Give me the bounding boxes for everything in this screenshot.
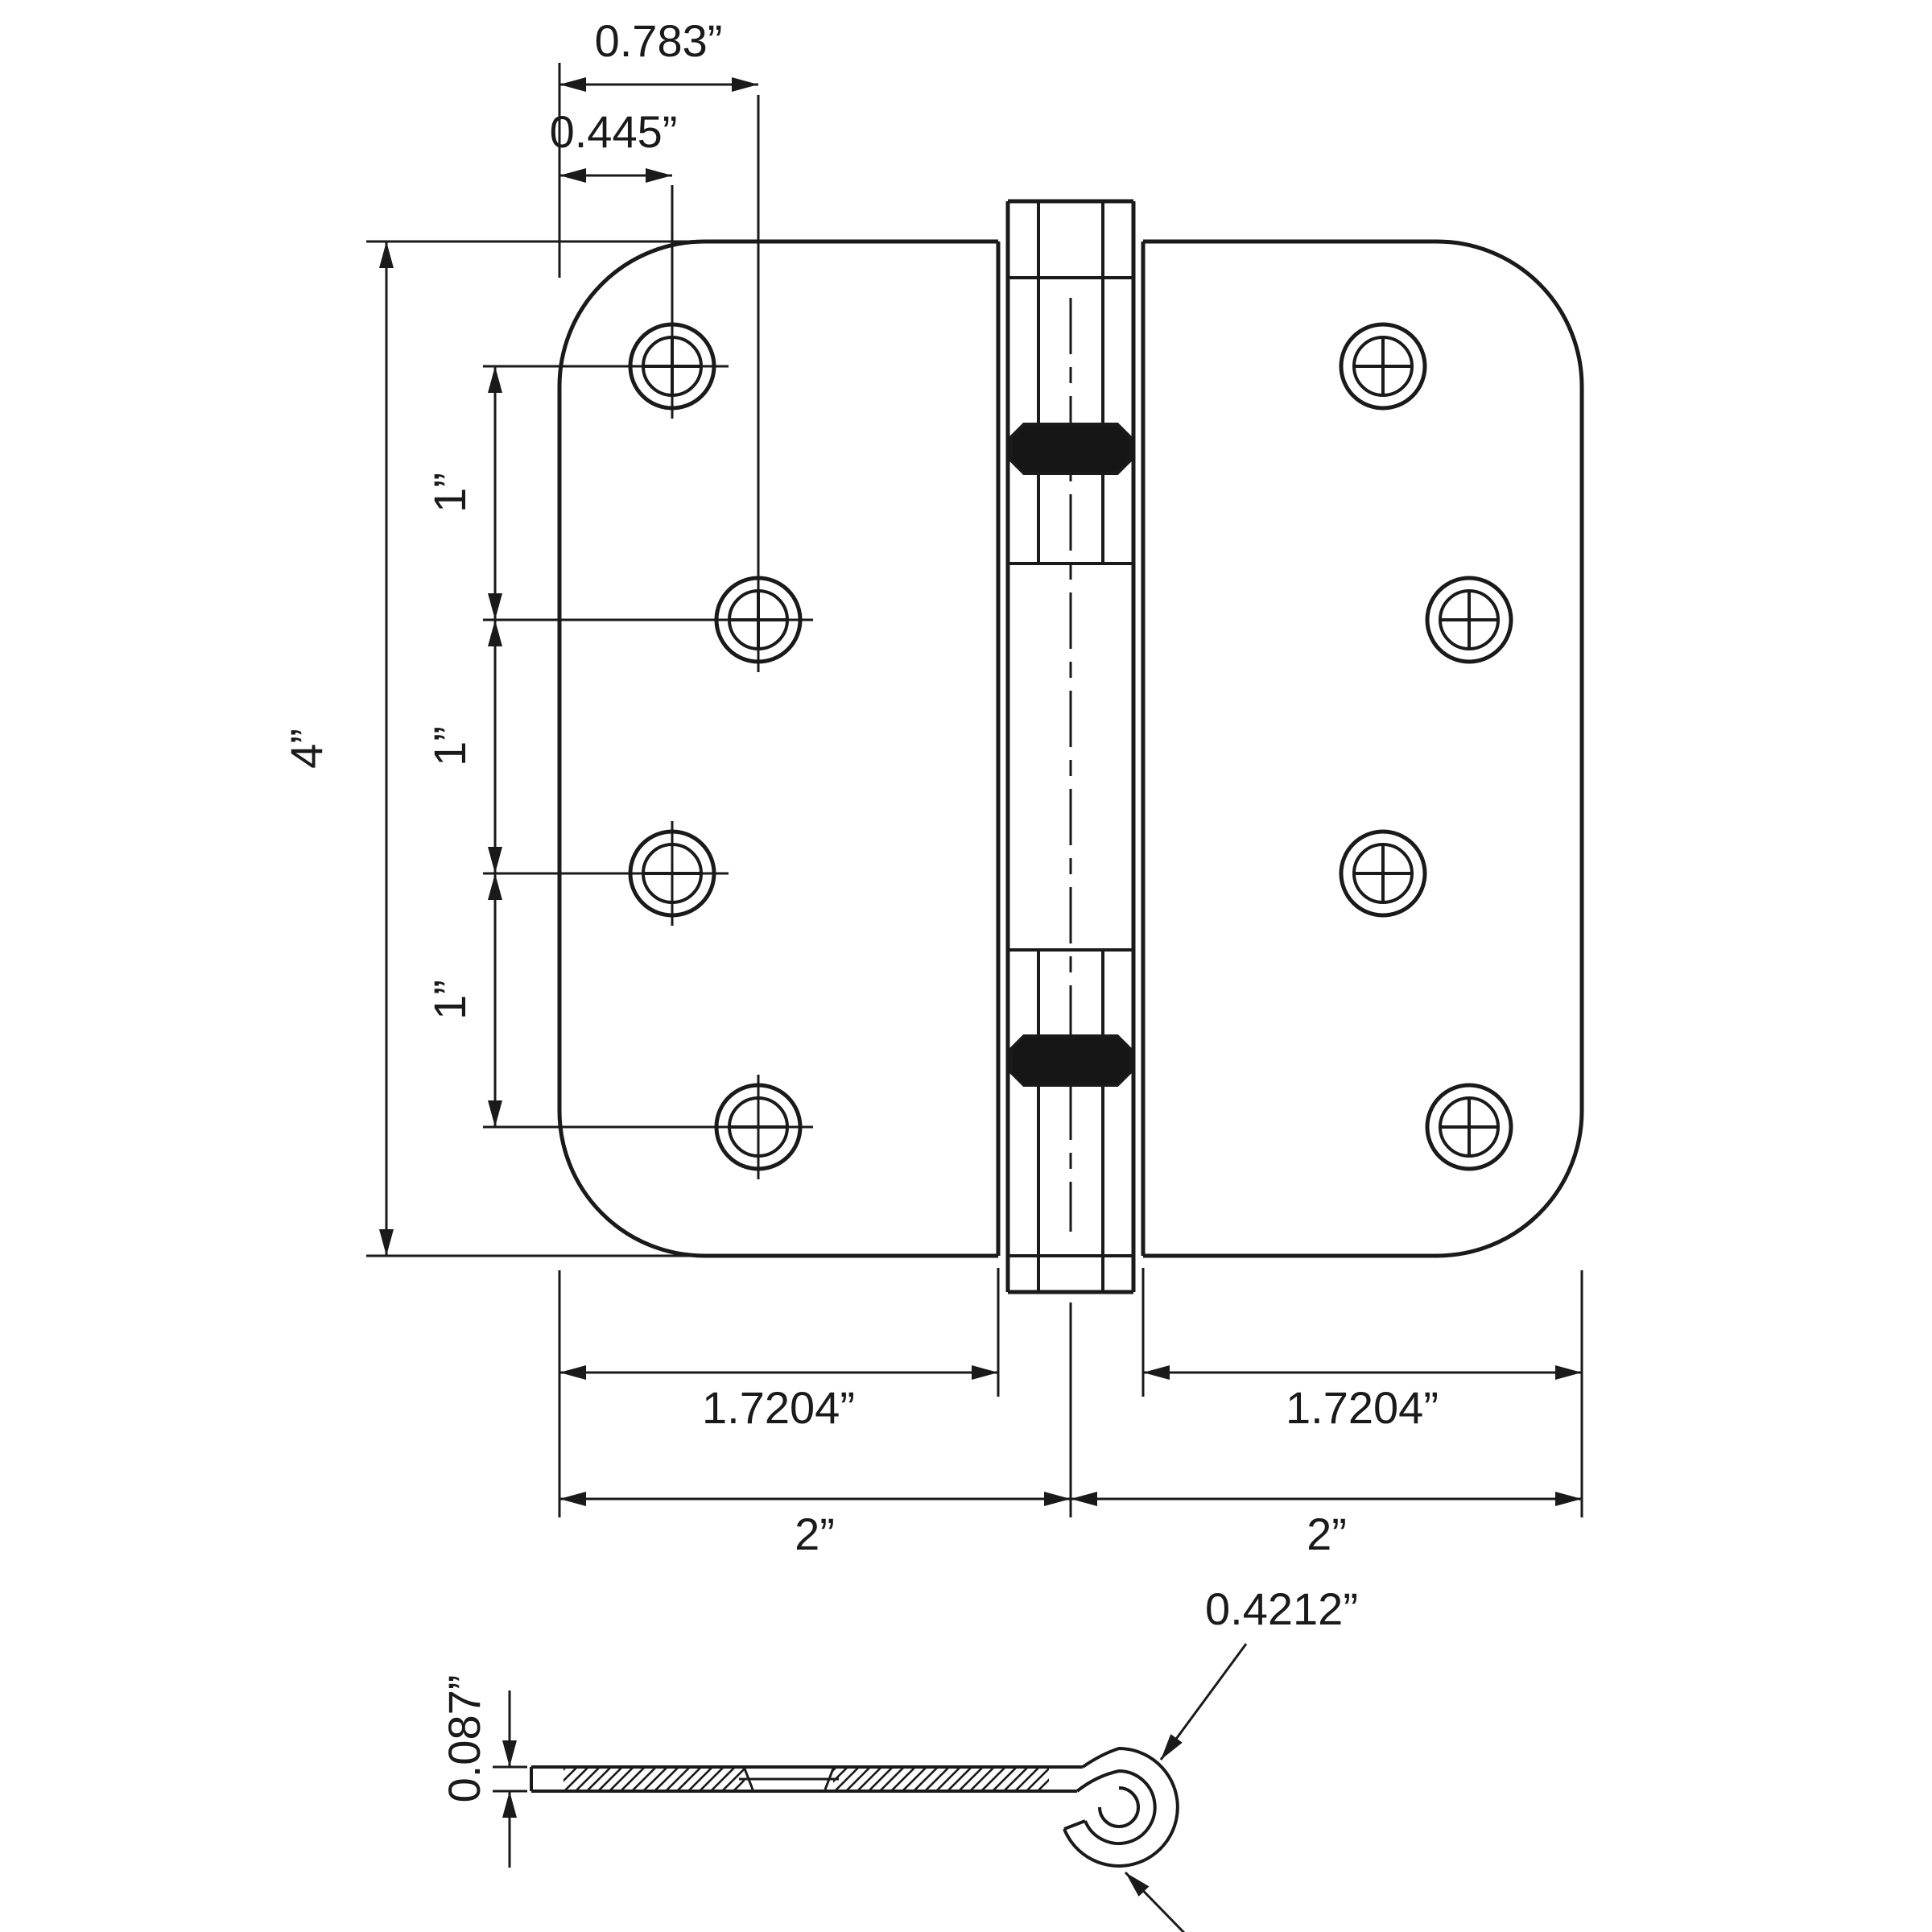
dim-label-pitch-2: 1” bbox=[424, 726, 475, 766]
screw-hole-inner bbox=[1439, 1096, 1500, 1158]
hatch-section bbox=[833, 1769, 1049, 1790]
curl-inner-edge bbox=[1075, 1769, 1157, 1845]
screw-hole-right-1 bbox=[1339, 322, 1427, 411]
dim-label-knuckle-diameter: 0.4212” bbox=[1205, 1583, 1358, 1634]
dimension-hole-pitch-chain: 1” 1” 1” bbox=[424, 366, 502, 1127]
dim-label-leaf-right: 1.7204” bbox=[1286, 1382, 1439, 1433]
dim-label-thickness: 0.087” bbox=[439, 1675, 489, 1803]
dim-label-offset-inner: 0.445” bbox=[550, 106, 678, 157]
screw-hole-right-4 bbox=[1425, 1083, 1513, 1171]
leader-line bbox=[1124, 1871, 1186, 1932]
dimension-thickness: 0.087” bbox=[439, 1675, 527, 1868]
dimension-leaf-width-left: 1.7204” bbox=[558, 1268, 1000, 1517]
leader-knuckle-diameter: 0.4212” bbox=[1159, 1583, 1358, 1761]
leader-line bbox=[1159, 1643, 1248, 1761]
screw-hole-right-3 bbox=[1339, 829, 1427, 918]
curl-material-end bbox=[1063, 1819, 1086, 1831]
dimension-offset-inner: 0.445” bbox=[550, 106, 678, 419]
bearing-washer-top bbox=[1009, 423, 1132, 475]
dim-label-offset-outer: 0.783” bbox=[595, 15, 723, 66]
screw-hole-right-2 bbox=[1425, 576, 1513, 664]
dimension-leaf-width-right: 1.7204” bbox=[1141, 1268, 1583, 1517]
curl-outer-edge bbox=[1063, 1746, 1179, 1868]
knuckle-curl bbox=[1063, 1746, 1179, 1868]
front-view: 0.783” 0.445” 4” 1” 1” 1” bbox=[281, 15, 1584, 1559]
dim-label-half-right: 2” bbox=[1307, 1509, 1347, 1559]
screw-hole-outer bbox=[1339, 322, 1427, 411]
leaf-cross-section bbox=[530, 1765, 1083, 1793]
dimension-half-width-right: 2” bbox=[1071, 1492, 1582, 1559]
screw-hole-inner bbox=[1439, 589, 1500, 650]
screw-hole-inner bbox=[1352, 336, 1414, 397]
screw-hole-outer bbox=[1339, 829, 1427, 918]
leader-bottom-cropped bbox=[1124, 1871, 1186, 1932]
right-leaf-outline bbox=[1143, 239, 1584, 1258]
screw-hole-inner bbox=[1352, 843, 1414, 904]
dim-label-height: 4” bbox=[281, 729, 332, 769]
hinge-barrel bbox=[1005, 199, 1136, 1294]
bearing-washer-bottom bbox=[1009, 1034, 1132, 1087]
side-view: 0.087” 0.4212” bbox=[439, 1583, 1358, 1932]
dimension-half-width-left: 2” bbox=[559, 1302, 1072, 1559]
dim-label-half-left: 2” bbox=[795, 1509, 835, 1559]
dim-label-leaf-left: 1.7204” bbox=[702, 1382, 855, 1433]
dim-label-pitch-1: 1” bbox=[424, 473, 475, 513]
dimension-height: 4” bbox=[281, 240, 700, 1257]
left-leaf-outline bbox=[557, 239, 998, 1258]
hatch-section bbox=[564, 1769, 745, 1790]
dim-label-pitch-3: 1” bbox=[424, 980, 475, 1020]
curl-rolled-tip bbox=[1098, 1786, 1140, 1828]
screw-hole-outer bbox=[1425, 576, 1513, 664]
screw-hole-outer bbox=[1425, 1083, 1513, 1171]
